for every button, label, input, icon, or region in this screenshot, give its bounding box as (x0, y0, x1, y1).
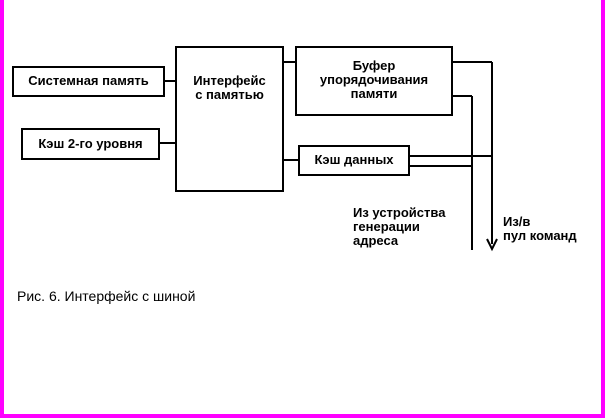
memory-interface-label: Интерфейс с памятью (193, 73, 266, 102)
command-pool-label: Из/в пул команд (503, 214, 577, 243)
command-pool-arrow (486, 238, 498, 252)
address-generation-label: Из устройства генерации адреса (353, 205, 446, 248)
figure-caption: Рис. 6. Интерфейс с шиной (17, 288, 196, 304)
l2-cache-box (21, 128, 160, 160)
data-cache-label: Кэш данных (314, 152, 394, 167)
l2-cache-label: Кэш 2-го уровня (38, 136, 143, 151)
ordering-buffer-label: Буфер упорядочивания памяти (319, 58, 429, 101)
system-memory-label: Системная память (28, 73, 149, 88)
ordering-buffer-box (295, 46, 453, 116)
memory-interface-box (175, 46, 284, 192)
